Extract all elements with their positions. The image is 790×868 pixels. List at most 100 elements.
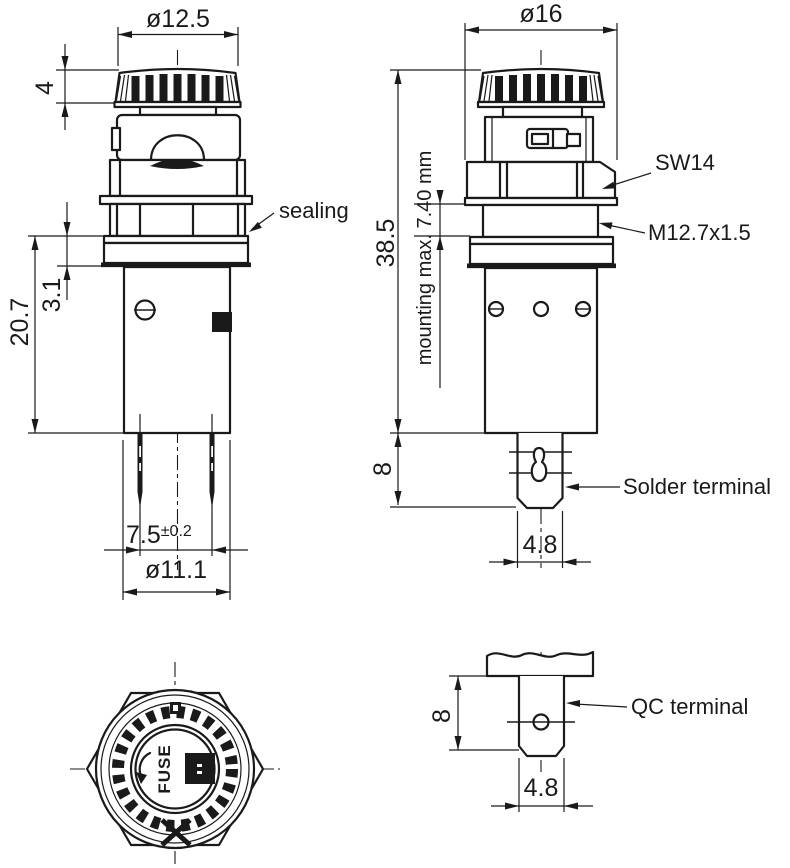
dimension-overall-length: 38.5 (372, 69, 485, 434)
arrowhead (562, 558, 577, 566)
fuse-square-dot (197, 764, 202, 767)
arrowhead (503, 558, 518, 566)
dimension-terminal-width: 4.8 (489, 511, 591, 568)
dome-shadow (150, 159, 204, 169)
arrowhead (123, 588, 137, 596)
dimension-qc-width: 4.8 (491, 758, 593, 812)
arrowhead (31, 236, 39, 250)
dim-pin-spacing-tolerance: ±0.2 (161, 523, 192, 540)
arrowhead (394, 491, 402, 505)
flange-ring (98, 194, 254, 206)
label-qc-terminal: QC terminal (631, 694, 748, 719)
side-notch (110, 126, 122, 152)
arrowhead (394, 419, 402, 433)
qc-terminal-callout: QC terminal (566, 694, 748, 719)
dim-body-length: 20.7 (6, 298, 34, 347)
label-sealing: sealing (279, 198, 349, 223)
fuse-arrow-head (136, 772, 147, 784)
front-view-drawing: ø16 38.5 mounting max. 7.40 mm SW14 M12.… (369, 0, 771, 568)
label-thread-spec: M12.7x1.5 (648, 220, 751, 245)
housing-fragment (485, 650, 595, 678)
housing-body (122, 265, 232, 435)
knurl-ring (112, 706, 238, 832)
body-contour-lines (491, 117, 587, 162)
qc-terminal-view-drawing: 8 QC terminal 4.8 (428, 650, 748, 812)
dimension-qc-length: 8 (428, 675, 519, 751)
dim-dia-cap: ø12.5 (146, 5, 210, 33)
arrowhead (63, 266, 71, 280)
label-wrench-size: SW14 (655, 150, 715, 175)
sealing-callout: sealing (249, 198, 349, 232)
dimension-mounting-depth: mounting max. 7.40 mm (414, 151, 470, 388)
dimension-pin-spacing: 7.5±0.2 (104, 500, 248, 556)
arrowhead (249, 221, 262, 232)
svg-text:7.5±0.2: 7.5±0.2 (126, 521, 192, 549)
flange-inner-circle (100, 694, 250, 844)
dimension-dia-cap: ø12.5 (117, 5, 239, 66)
wrench-size-callout: SW14 (602, 150, 715, 189)
terminal-hole (530, 446, 548, 483)
pin-inner-lines (139, 414, 213, 432)
dimension-body-length: 20.7 (6, 236, 124, 434)
rivet-circle (532, 300, 550, 318)
fuse-square-dot (197, 771, 202, 774)
arrowhead (394, 433, 402, 447)
solder-terminal-callout: Solder terminal (565, 474, 771, 499)
arrowhead (31, 419, 39, 433)
dim-dia-body: ø11.1 (145, 556, 207, 584)
label-solder-terminal: Solder terminal (623, 474, 771, 499)
arrowhead (454, 736, 462, 750)
arrowhead (566, 700, 580, 707)
arrowhead (212, 546, 226, 554)
dim-seal-thickness: 3.1 (38, 278, 66, 313)
dimension-cap-height: 4 (31, 44, 119, 130)
hex-nut (465, 160, 617, 200)
cap-neck (138, 105, 218, 117)
arrowhead (61, 103, 69, 117)
arrowhead (436, 190, 444, 204)
arrowhead (224, 31, 238, 38)
note-mounting: mounting max. 7.40 mm (414, 151, 436, 366)
dim-pin-spacing: 7.5 (126, 521, 161, 549)
cap-holder-body (115, 113, 242, 162)
arrowhead (436, 236, 444, 250)
knurled-cap (113, 67, 242, 109)
dim-qc-width: 4.8 (524, 774, 559, 802)
bottom-view-drawing: FUSE (70, 662, 280, 864)
arrowhead (602, 181, 616, 189)
arrowhead (505, 802, 519, 810)
arrowhead (118, 31, 132, 38)
dim-dia-nut: ø16 (519, 0, 562, 28)
dimension-dia-nut: ø16 (464, 0, 618, 160)
arrowhead (454, 676, 462, 690)
thread-section (481, 203, 600, 239)
arrowhead (599, 222, 613, 230)
cap-step (501, 105, 584, 119)
housing-body (483, 266, 599, 435)
dimension-dia-body: ø11.1 (122, 440, 231, 600)
latch-tab (565, 132, 582, 148)
arrowhead (603, 26, 617, 34)
arrowhead (63, 222, 71, 236)
x-mark (160, 818, 192, 847)
thread-section (108, 202, 247, 238)
dim-terminal-length: 8 (369, 462, 397, 476)
thread-facet-lines (115, 202, 240, 238)
dim-cap-height: 4 (31, 81, 59, 95)
hex-facet-lines (118, 158, 239, 198)
marker-square (212, 312, 232, 332)
dim-overall-length: 38.5 (372, 219, 400, 268)
fuse-square-marker (185, 753, 215, 784)
dome-contour (149, 134, 206, 162)
marking-fuse: FUSE (155, 744, 174, 793)
side-view-drawing: ø12.5 4 sealing 3.1 20.7 (6, 5, 349, 600)
arrowhead (216, 588, 230, 596)
dim-qc-length: 8 (428, 709, 456, 723)
pin-highlights (139, 446, 213, 471)
arrowhead (564, 802, 578, 810)
arrowhead (126, 546, 140, 554)
dimension-terminal-length: 8 (369, 433, 516, 508)
hex-facet-lines (498, 160, 585, 200)
